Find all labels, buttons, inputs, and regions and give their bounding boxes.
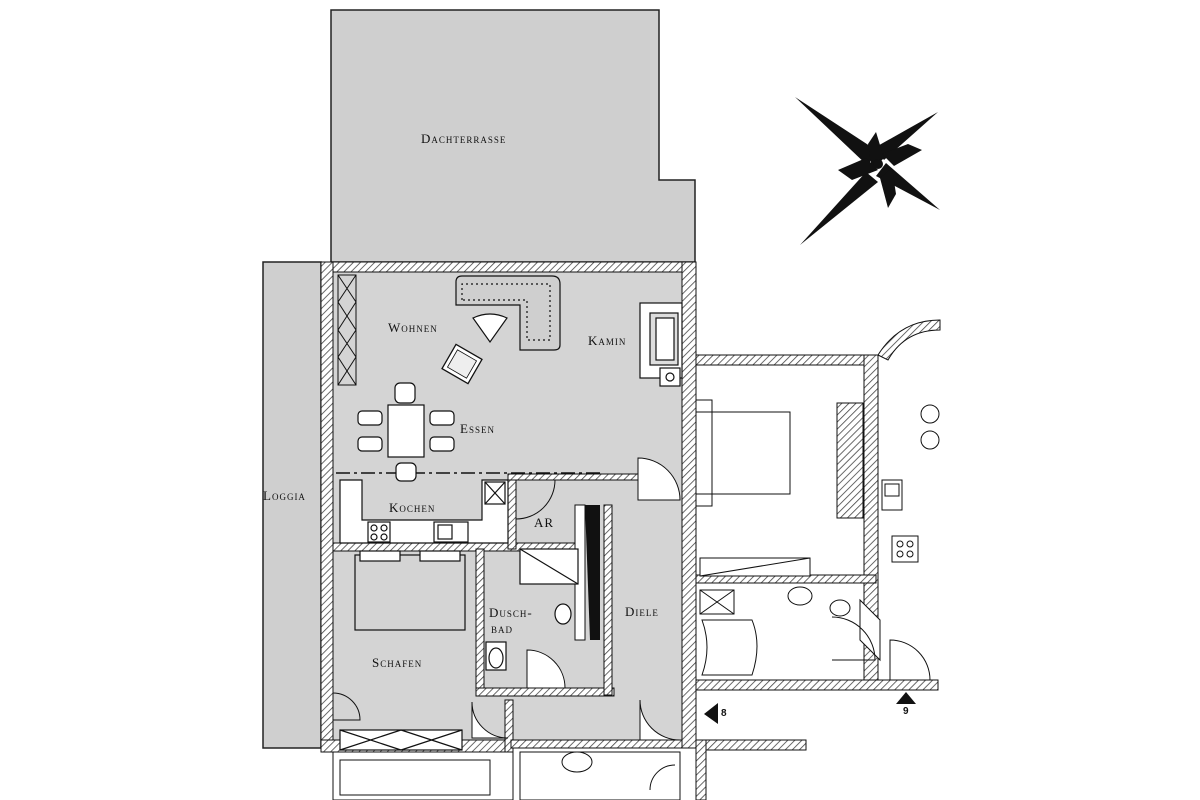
section-arrow-8-icon (704, 703, 718, 724)
section-marker-8: 8 (721, 708, 727, 719)
bed (354, 550, 466, 631)
kitchen-counter (339, 479, 509, 544)
neighbor-apartment (695, 319, 941, 691)
doors (332, 457, 681, 741)
shaft (585, 505, 600, 640)
section-marker-9: 9 (903, 706, 909, 717)
room-label-loggia: Loggia (263, 488, 306, 503)
room-label-essen: Essen (460, 421, 495, 436)
room-label-kamin: Kamin (588, 333, 627, 348)
room-label-schafen: Schafen (372, 655, 423, 670)
room-label-wohnen: Wohnen (388, 320, 438, 335)
loggia-area (262, 261, 322, 749)
fireplace (639, 302, 683, 387)
room-label-diele: Diele (625, 604, 659, 619)
room-label-dachterrasse: Dachterrasse (421, 131, 507, 146)
sofa (455, 275, 561, 351)
room-label-kochen: Kochen (389, 500, 436, 515)
windows-west (337, 274, 357, 386)
room-label-duschbad-line2: bad (491, 621, 514, 636)
room-label-duschbad-line1: Dusch- (489, 605, 533, 620)
armchair (441, 343, 483, 385)
dining-set (357, 382, 455, 482)
lower-rooms (332, 739, 807, 800)
section-arrow-9-icon (896, 692, 916, 704)
wardrobe (339, 729, 463, 751)
roof-terrace (330, 9, 696, 263)
compass-rose-icon (795, 97, 940, 245)
bathroom-fixtures (485, 548, 579, 671)
coffee-table (472, 313, 508, 344)
room-label-ar: AR (534, 515, 555, 530)
